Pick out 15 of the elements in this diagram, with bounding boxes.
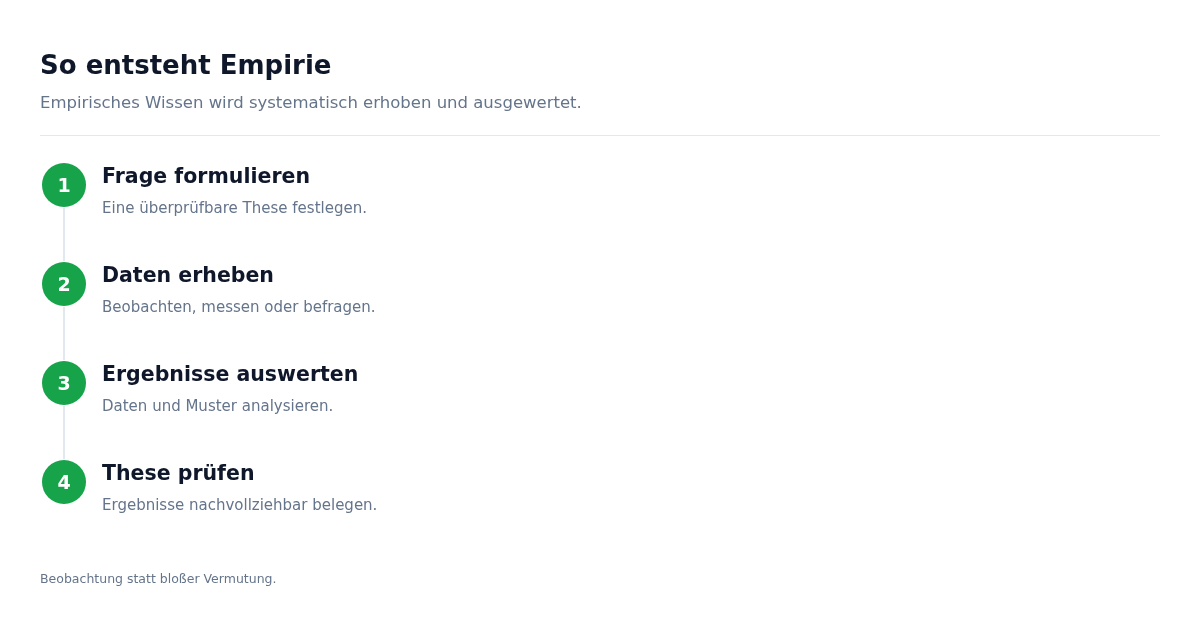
step-number-circle: 4 [42,460,86,504]
diagram-title: So entsteht Empirie [40,50,332,80]
step-description: Beobachten, messen oder befragen. [102,298,376,316]
step-title: These prüfen [102,461,255,485]
step-description: Ergebnisse nachvollziehbar belegen. [102,496,378,514]
step-number-circle: 3 [42,361,86,405]
step-description: Eine überprüfbare These festlegen. [102,199,367,217]
step-description: Daten und Muster analysieren. [102,397,334,415]
subtitle: Empirisches Wissen wird systematisch erhoben und ausgewertet. [40,93,582,112]
caption-text: Beobachtung statt bloßer Vermutung. [40,571,277,586]
step-title: Ergebnisse auswerten [102,362,359,386]
step-title: Frage formulieren [102,164,310,188]
step-number-circle: 1 [42,163,86,207]
step-number-circle: 2 [42,262,86,306]
step-title: Daten erheben [102,263,274,287]
